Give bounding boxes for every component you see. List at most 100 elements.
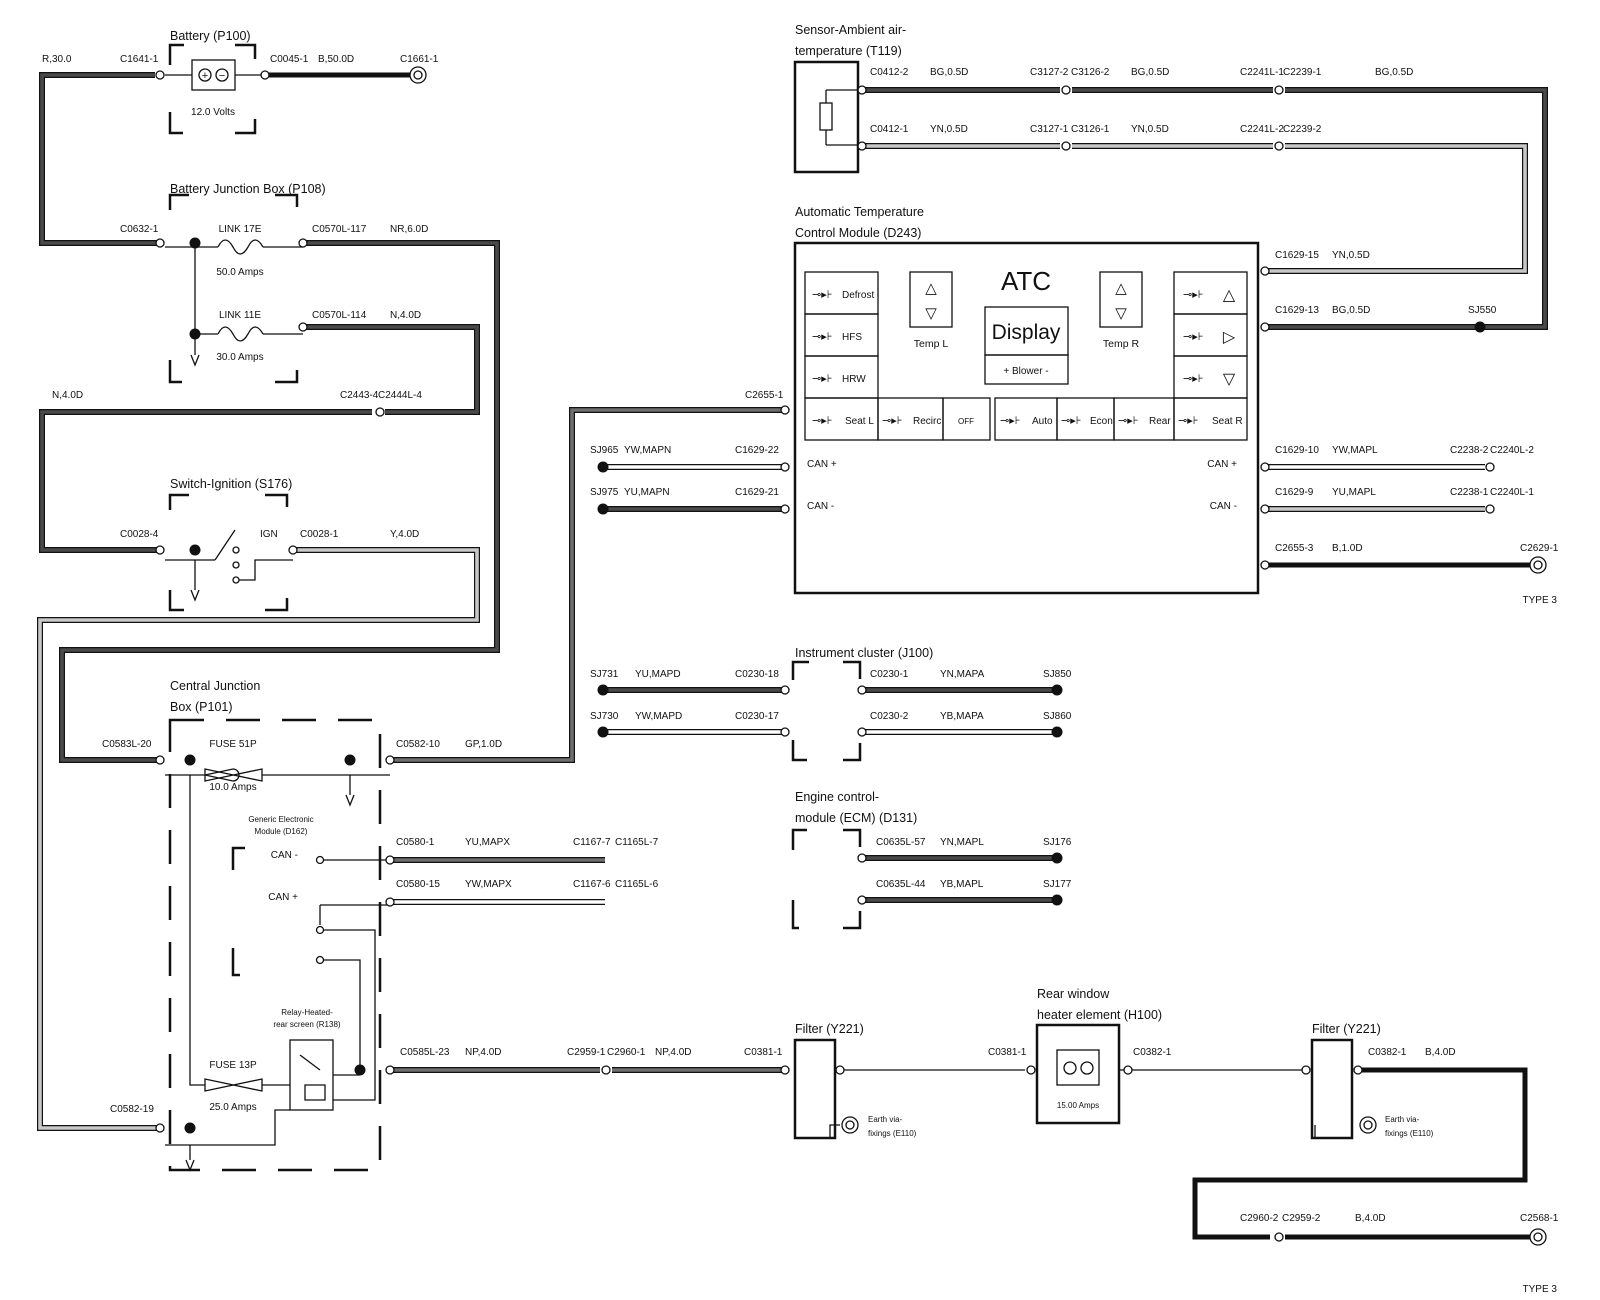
atc-title-line2: Control Module (D243) <box>795 226 921 240</box>
connector-pin <box>601 1065 611 1075</box>
connector-label: C0585L-23 <box>400 1047 450 1058</box>
ground-eyelet-icon <box>409 66 427 84</box>
wire-label: B,50.0D <box>318 54 354 65</box>
ground-eyelet-icon <box>1359 1116 1377 1134</box>
connector-label: C2568-1 <box>1520 1213 1559 1224</box>
splice-dot <box>1474 321 1486 333</box>
connector-label: C2241L-2 <box>1240 124 1284 135</box>
splice-dot <box>1051 852 1063 864</box>
splice-dot <box>597 461 609 473</box>
connector-pin <box>385 1065 395 1075</box>
connector-label: C1629-13 <box>1275 305 1319 316</box>
connector-label: C0570L-114 <box>312 310 367 321</box>
atc-can-plus-left: CAN + <box>807 459 837 470</box>
wire <box>39 72 160 246</box>
fuse51p-rating: 10.0 Amps <box>209 782 256 793</box>
connector-label: C1165L-6 <box>615 879 659 890</box>
rear-heater-title-line1: Rear window <box>1037 987 1110 1001</box>
generic-electronic-module <box>231 846 390 1075</box>
wire-label: N,4.0D <box>52 390 83 401</box>
wire-label: B,1.0D <box>1332 543 1363 554</box>
led-icon: ⊸▸⊦ <box>812 373 832 385</box>
led-icon: ⊸▸⊦ <box>1178 415 1198 427</box>
wires <box>37 72 1548 1240</box>
connector-label: C2238-1 <box>1450 487 1489 498</box>
connector-label: SJ975 <box>590 487 619 498</box>
link11e-label: LINK 11E <box>219 310 261 321</box>
connector-label: C2240L-2 <box>1490 445 1534 456</box>
ignition-switch <box>165 493 293 612</box>
link11e-rating: 30.0 Amps <box>216 352 263 363</box>
ground-eyelet-icon <box>413 70 423 80</box>
connector-pin <box>857 853 867 863</box>
wire-label: NP,4.0D <box>465 1047 502 1058</box>
connector-label: SJ177 <box>1043 879 1072 890</box>
type3-label-2: TYPE 3 <box>1523 1284 1558 1295</box>
atc-hrw-label: HRW <box>842 374 866 385</box>
connector-pin <box>155 70 165 80</box>
connector-pin <box>1485 462 1495 472</box>
atc-recirc-label: Recirc <box>913 416 941 427</box>
cjb-title-line2: Box (P101) <box>170 700 233 714</box>
wire <box>1268 88 1547 329</box>
connector-pin <box>385 897 395 907</box>
atc-can-plus-right: CAN + <box>1207 459 1237 470</box>
connector-pin <box>1301 1065 1311 1075</box>
connector-label: C0381-1 <box>988 1047 1027 1058</box>
minus-icon: − <box>219 70 225 82</box>
arrow-up-icon: △ <box>1115 280 1127 297</box>
splice-dot <box>184 1122 196 1134</box>
connector-label: C0635L-44 <box>876 879 926 890</box>
plus-icon: + <box>202 70 208 82</box>
splice-dot <box>189 237 201 249</box>
fuse13p-label: FUSE 13P <box>209 1060 257 1071</box>
ignition-title: Switch-Ignition (S176) <box>170 477 292 491</box>
atc-blower-label: + Blower - <box>1003 366 1048 377</box>
connector-label: C2443-4 <box>340 390 379 401</box>
wire-label: BG,0.5D <box>1131 67 1169 78</box>
led-icon: ⊸▸⊦ <box>812 331 832 343</box>
connector-label: C2959-1 <box>567 1047 606 1058</box>
filter2-title: Filter (Y221) <box>1312 1022 1381 1036</box>
battery-title: Battery (P100) <box>170 29 251 43</box>
battery-voltage: 12.0 Volts <box>191 107 235 118</box>
wire <box>390 408 785 762</box>
atc-off-label: OFF <box>958 417 974 426</box>
wire-label: Y,4.0D <box>390 529 419 540</box>
wire-label: YN,0.5D <box>1332 250 1370 261</box>
connector-label: C3126-2 <box>1071 67 1110 78</box>
engine-control-module <box>791 828 862 930</box>
connector-label: C1167-6 <box>573 879 611 890</box>
connector-label: C3127-2 <box>1030 67 1069 78</box>
wire-label: NR,6.0D <box>390 224 428 235</box>
wire-label: GP,1.0D <box>465 739 502 750</box>
relay-title-line1: Relay-Heated- <box>281 1008 333 1017</box>
connector-label: C0570L-117 <box>312 224 367 235</box>
connector-pin <box>155 545 165 555</box>
connector-label: C2629-1 <box>1520 543 1559 554</box>
ground-eyelet-icon <box>1533 560 1543 570</box>
connector-label: C2959-2 <box>1282 1213 1321 1224</box>
earth-label-2b: fixings (E110) <box>1385 1129 1434 1138</box>
atc-can-minus-right: CAN - <box>1210 501 1237 512</box>
connector-label: C0382-1 <box>1133 1047 1172 1058</box>
wire-label: B,4.0D <box>1425 1047 1456 1058</box>
connector-label: C2238-2 <box>1450 445 1489 456</box>
connector-pin <box>835 1065 845 1075</box>
ground-eyelet-icon <box>1529 1228 1547 1246</box>
atc-defrost-label: Defrost <box>842 290 874 301</box>
splice-dot <box>1051 894 1063 906</box>
connector-label: C0230-1 <box>870 669 909 680</box>
connector-label: C0028-1 <box>300 529 339 540</box>
led-icon: ⊸▸⊦ <box>1183 289 1203 301</box>
connector-label: C0381-1 <box>744 1047 783 1058</box>
led-icon: ⊸▸⊦ <box>1061 415 1081 427</box>
rear-window-heater <box>1035 1023 1316 1138</box>
connector-label: C1641-1 <box>120 54 159 65</box>
earth-label-2a: Earth via- <box>1385 1115 1420 1124</box>
connector-label: C0635L-57 <box>876 837 926 848</box>
arrow-down-icon: ▽ <box>925 305 937 322</box>
gem-can-minus: CAN - <box>271 850 298 861</box>
led-icon: ⊸▸⊦ <box>812 289 832 301</box>
